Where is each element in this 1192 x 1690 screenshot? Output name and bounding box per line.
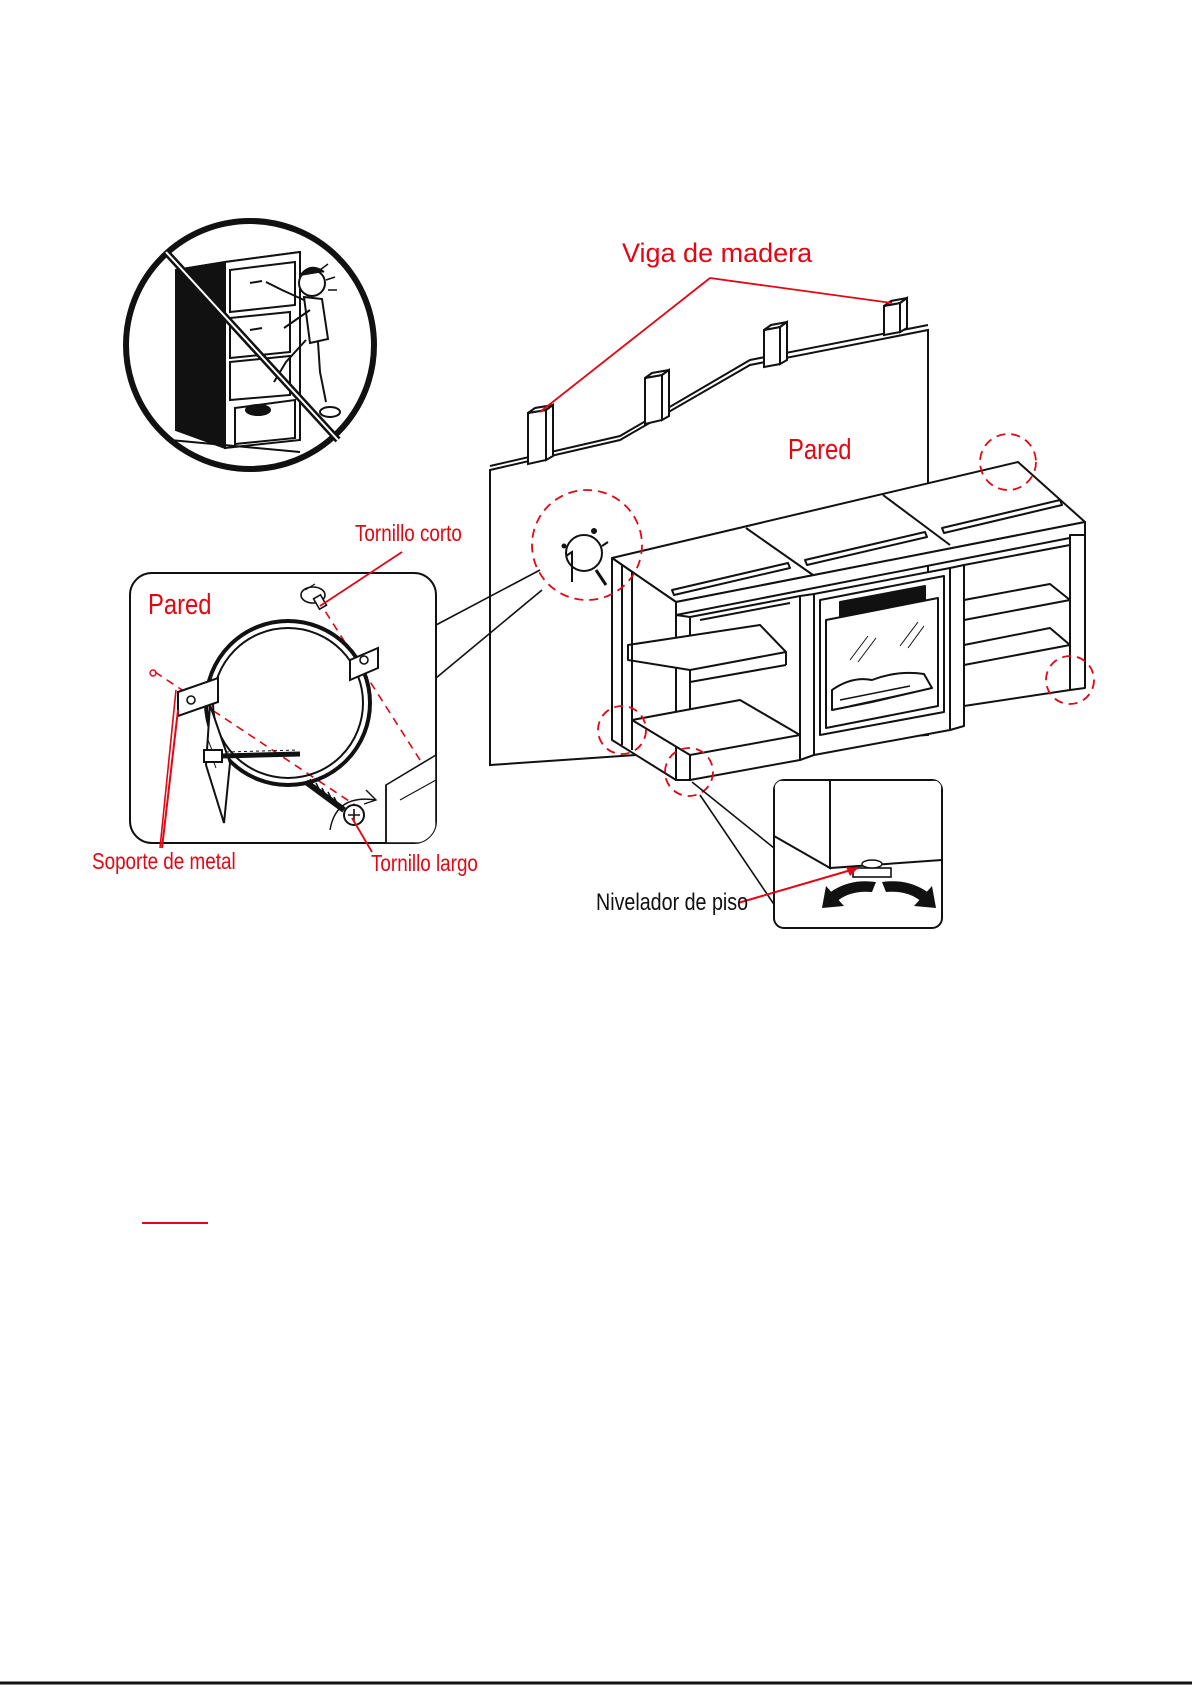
floor-leveler-label: Nivelador de piso	[596, 891, 748, 915]
wall-label: Pared	[788, 436, 851, 465]
beam-label: Viga de madera	[622, 240, 812, 267]
long-screw-label: Tornillo largo	[371, 852, 478, 875]
wall-detail-label: Pared	[148, 591, 211, 620]
metal-bracket-label: Soporte de metal	[92, 850, 236, 873]
short-screw-label: Tornillo corto	[355, 522, 462, 545]
no-climbing-icon	[126, 221, 374, 469]
